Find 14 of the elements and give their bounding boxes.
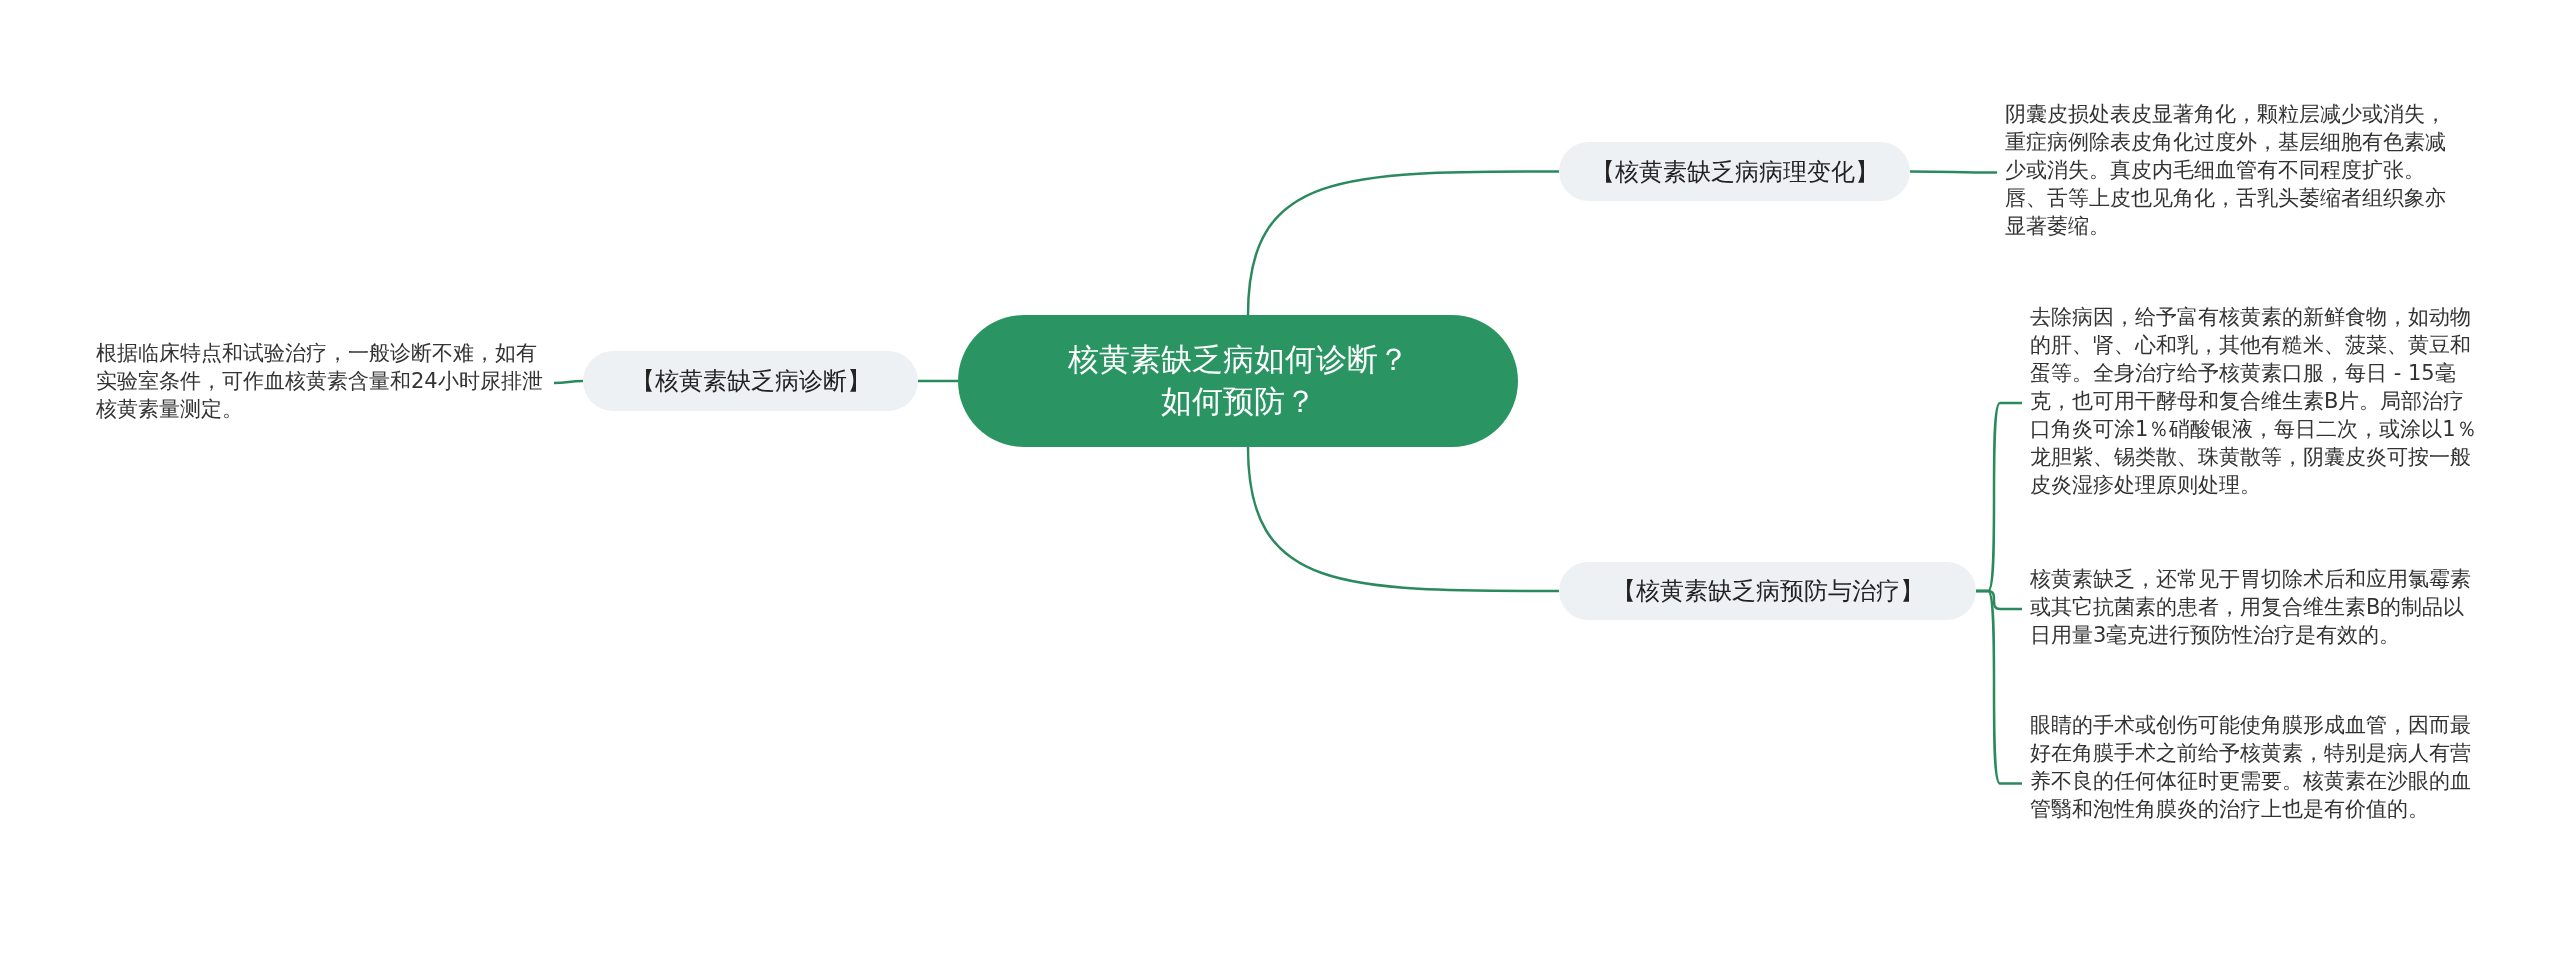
note-text: 眼睛的手术或创伤可能使角膜形成血管，因而最好在角膜手术之前给予核黄素，特别是病人有营养不良的任何体征时更需要。核黄素在沙眼的血管翳和泡性角膜炎的治疗上也是有价值的。 — [2030, 711, 2480, 856]
topic-pill: 【核黄素缺乏病病理变化】 — [1559, 142, 1910, 201]
topic-pill: 【核黄素缺乏病诊断】 — [583, 351, 918, 411]
central-topic-pill: 核黄素缺乏病如何诊断？如何预防？ — [958, 315, 1518, 447]
note-text: 核黄素缺乏，还常见于胃切除术后和应用氯霉素或其它抗菌素的患者，用复合维生素B的制品以日用量3毫克进行预防性治疗是有效的。 — [2030, 565, 2480, 653]
note-text: 去除病因，给予富有核黄素的新鲜食物，如动物的肝、肾、心和乳，其他有糙米、菠菜、黄豆和蛋等。全身治疗给予核黄素口服，每日 - 15毫克，也可用干酵母和复合维生素B片。局部治疗口角炎可涂1％硝酸银液，每日二次，或涂以1％龙胆紫、锡类散、珠黄散等，阴囊皮炎可按一般皮炎湿疹处理原则处理。 — [2030, 303, 2480, 503]
connector-line — [554, 379, 583, 385]
note-text: 根据临床特点和试验治疗，一般诊断不难，如有实验室条件，可作血核黄素含量和24小时尿排泄核黄素量测定。 — [96, 339, 546, 427]
note-text: 阴囊皮损处表皮显著角化，颗粒层减少或消失，重症病例除表皮角化过度外，基层细胞有色素减少或消失。真皮内毛细血管有不同程度扩张。唇、舌等上皮也见角化，舌乳头萎缩者组织象亦显著萎缩。 — [2005, 100, 2455, 245]
connector-line — [1246, 170, 1559, 316]
connector-line — [1246, 446, 1559, 593]
connector-line — [1910, 170, 1997, 174]
topic-pill: 【核黄素缺乏病预防与治疗】 — [1559, 562, 1976, 620]
connector-line — [918, 379, 958, 383]
